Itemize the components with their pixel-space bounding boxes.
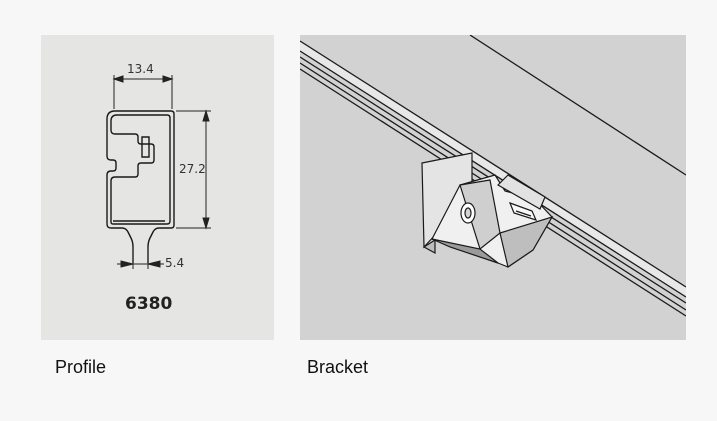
- width-dimension: [112, 75, 174, 109]
- profile-drawing: 13.4 27.2 5.4: [41, 35, 274, 340]
- bracket-drawing: [300, 35, 686, 340]
- profile-svg: 13.4 27.2 5.4: [106, 62, 211, 314]
- profile-caption: Profile: [55, 357, 107, 377]
- bracket-caption: Bracket: [307, 357, 369, 377]
- foot-dimension: [117, 247, 164, 269]
- foot-dim-label: 5.4: [165, 256, 184, 270]
- profile-outline: [106, 110, 175, 263]
- height-dimension: [176, 109, 211, 230]
- height-dim-label: 27.2: [179, 162, 206, 176]
- width-dim-label: 13.4: [127, 62, 154, 76]
- bracket-body: [421, 152, 554, 268]
- bracket-svg: [300, 35, 686, 317]
- rail: [300, 35, 686, 317]
- model-code: 6380: [125, 294, 172, 314]
